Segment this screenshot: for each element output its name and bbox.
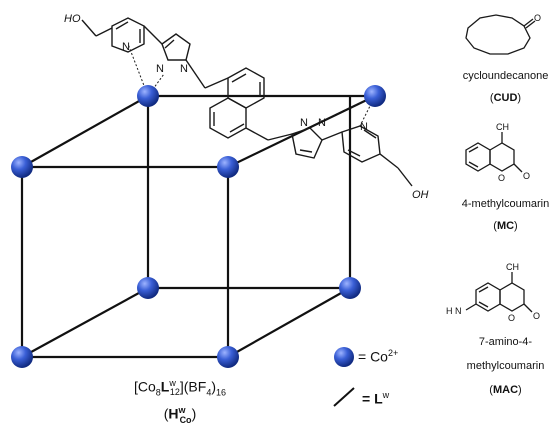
cube-edges — [20, 94, 376, 359]
cobalt-node — [339, 277, 361, 299]
atom-label-n: N — [318, 117, 326, 129]
atom-label-n: N — [180, 63, 188, 75]
cage-diagram: HO N N N N N N OH O CH O O CH H N O O cy… — [11, 13, 550, 425]
guest-name-cud: cycloundecanone — [462, 70, 549, 82]
atom-label-ch3: CH — [496, 122, 509, 132]
cobalt-node — [217, 156, 239, 178]
legend-node-label: = Co2+ — [358, 348, 399, 365]
guest-abbr-mc: (MC) — [493, 220, 518, 232]
atom-label-n: N — [360, 121, 368, 133]
atom-label-o: O — [498, 173, 505, 183]
guest-structures — [465, 14, 536, 313]
cobalt-node — [11, 346, 33, 368]
cobalt-node — [137, 277, 159, 299]
legend-edge-label: = Lw — [362, 390, 390, 407]
coumarin-ring — [499, 282, 525, 312]
atom-label-o: O — [508, 313, 515, 323]
atom-label-n: N — [156, 63, 164, 75]
pyrazole-ring — [161, 33, 191, 61]
guest-abbr-mac: (MAC) — [489, 384, 522, 396]
pyrazole-ring — [291, 127, 323, 159]
coordination-bonds — [127, 43, 376, 127]
guest-name-mac-line1: 7-amino-4- — [478, 336, 533, 348]
formula-abbr: (HwCo) — [163, 405, 197, 425]
cycloundecanone-ring — [465, 14, 531, 55]
cobalt-node — [364, 85, 386, 107]
cobalt-node — [11, 156, 33, 178]
coumarin-ring — [489, 142, 515, 172]
cage-formula: [Co8Lw12](BF4)16 (HwCo) — [95, 374, 265, 429]
atom-label-o: O — [534, 13, 541, 23]
cube-edge — [227, 287, 351, 358]
guest-abbr-cud: (CUD) — [489, 92, 522, 104]
atom-label-ho: HO — [64, 13, 81, 25]
atom-label-o: O — [533, 311, 540, 321]
cobalt-node — [217, 346, 239, 368]
legend-edge-symbol — [333, 387, 355, 407]
atom-label-h2n: H — [446, 306, 453, 316]
ligand-structure — [81, 17, 413, 187]
cobalt-nodes — [11, 85, 386, 368]
guest-name-mac-line2: methylcoumarin — [466, 360, 545, 372]
atom-label-n: N — [300, 117, 308, 129]
diagram-svg: HO N N N N N N OH O CH O O CH H N O O — [11, 13, 541, 407]
atom-label-o: O — [523, 171, 530, 181]
cube-edge — [21, 287, 149, 358]
cube-edge — [21, 95, 149, 168]
naphthalene-ring — [209, 97, 247, 139]
guest-name-mc: 4-methylcoumarin — [461, 198, 550, 210]
atom-label-ch3: CH — [506, 262, 519, 272]
atom-label-oh: OH — [412, 189, 429, 201]
atom-label-n: N — [455, 306, 462, 316]
legend-node-symbol — [334, 347, 354, 367]
atom-label-n: N — [122, 41, 130, 53]
formula-main: [Co8Lw12](BF4)16 — [133, 378, 227, 398]
cobalt-node — [137, 85, 159, 107]
